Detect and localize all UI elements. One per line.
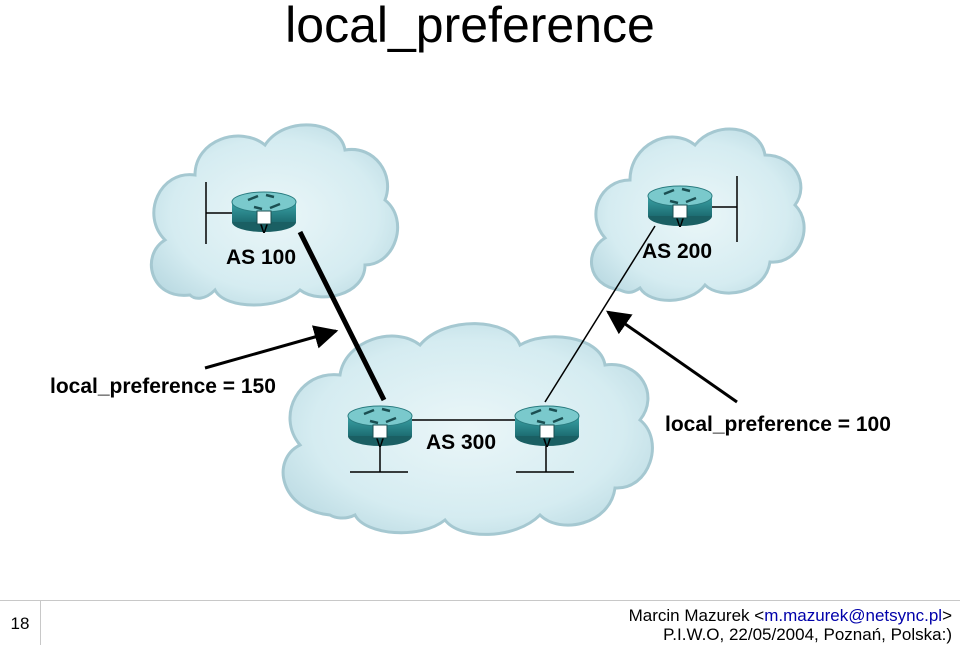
footer-author-suffix: > [942, 606, 952, 625]
cloud-as300 [281, 322, 654, 536]
footer-author: Marcin Mazurek <m.mazurek@netsync.pl> [629, 606, 952, 626]
slide-title: local_preference [285, 0, 655, 53]
annotation-local-pref-100: local_preference = 100 [665, 413, 891, 436]
slide-number: 18 [0, 600, 41, 645]
as200-label: AS 200 [642, 240, 712, 263]
as300-label: AS 300 [426, 431, 496, 454]
router-badge: V [676, 216, 684, 230]
bgp-diagram: V V V V AS 100 AS 200 AS 300 local_prefe… [50, 123, 891, 536]
as100-label: AS 100 [226, 246, 296, 269]
router-badge: V [543, 436, 551, 450]
footer-email-link[interactable]: m.mazurek@netsync.pl [764, 606, 943, 625]
router-badge: V [260, 222, 268, 236]
arrow-local-pref-100 [606, 310, 738, 404]
link-as100-as300-preferred [297, 230, 387, 402]
link-as200-as300 [544, 225, 656, 403]
annotation-local-pref-150: local_preference = 150 [50, 375, 276, 398]
arrow-local-pref-150 [204, 325, 339, 370]
footer-author-prefix: Marcin Mazurek < [628, 606, 765, 625]
footer-event: P.I.W.O, 22/05/2004, Poznań, Polska:) [663, 625, 952, 644]
router-badge: V [376, 436, 384, 450]
footer-divider [0, 600, 960, 601]
